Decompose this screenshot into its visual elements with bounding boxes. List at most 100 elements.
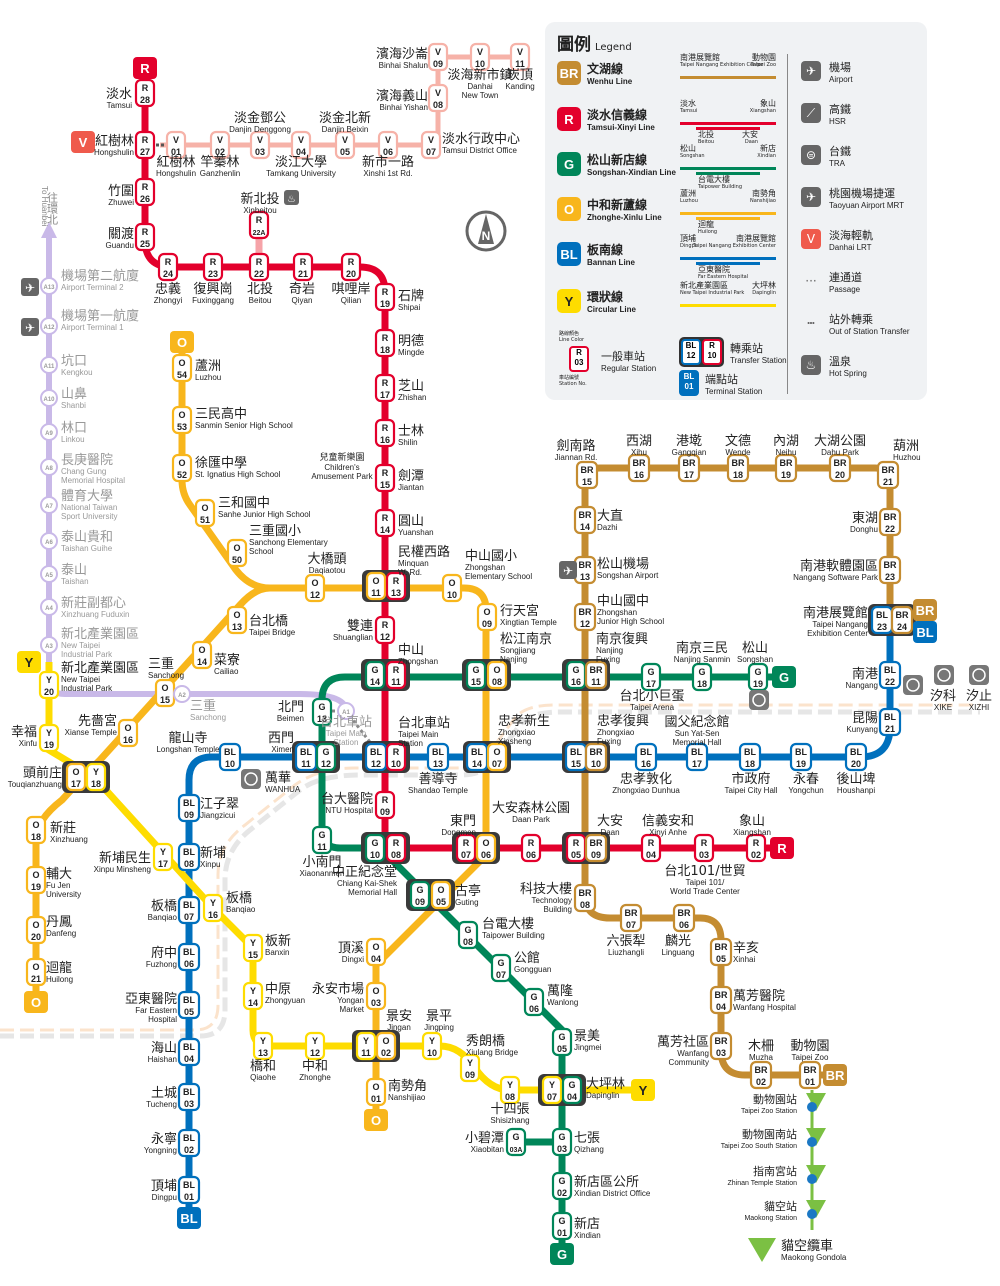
station-marker-o17[interactable]: O17 — [65, 762, 87, 792]
station-marker-r02[interactable]: R02 — [745, 833, 767, 863]
station-marker-o51[interactable]: O51 — [194, 498, 216, 528]
gondola-station-name[interactable]: 動物園站 — [753, 1092, 797, 1106]
station-marker-g09[interactable]: G09 — [409, 880, 431, 910]
station-marker-r23[interactable]: R23 — [202, 252, 224, 282]
station-marker-a5[interactable]: A5 — [40, 565, 58, 583]
station-marker-o04[interactable]: O04 — [365, 937, 387, 967]
station-marker-g11[interactable]: G11 — [311, 825, 333, 855]
station-marker-o14[interactable]: O14 — [191, 640, 213, 670]
station-marker-g15[interactable]: G15 — [465, 660, 487, 690]
station-marker-v05[interactable]: V05 — [334, 130, 356, 160]
station-marker-y20[interactable]: Y20 — [38, 670, 60, 700]
station-marker-g12[interactable]: G12 — [315, 742, 337, 772]
terminal-badge-o[interactable]: O — [364, 1109, 388, 1131]
station-marker-o20[interactable]: O20 — [25, 915, 47, 945]
station-marker-o18[interactable]: O18 — [25, 815, 47, 845]
station-marker-y16[interactable]: Y16 — [202, 893, 224, 923]
station-marker-v04[interactable]: V04 — [290, 130, 312, 160]
station-marker-a10[interactable]: A10 — [40, 389, 58, 407]
terminal-badge-v[interactable]: V — [71, 131, 95, 153]
station-marker-g06[interactable]: G06 — [523, 987, 545, 1017]
station-marker-y18[interactable]: Y18 — [85, 762, 107, 792]
station-marker-o16[interactable]: O16 — [117, 718, 139, 748]
station-marker-r05[interactable]: R05 — [565, 833, 587, 863]
station-marker-r10[interactable]: R10 — [385, 742, 407, 772]
station-marker-o10[interactable]: O10 — [441, 573, 463, 603]
station-marker-o07[interactable]: O07 — [486, 742, 508, 772]
gondola-station-name[interactable]: 指南宮站 — [753, 1164, 797, 1178]
station-marker-a11[interactable]: A11 — [40, 356, 58, 374]
station-marker-v11[interactable]: V11 — [509, 42, 531, 72]
station-marker-r20[interactable]: R20 — [340, 252, 362, 282]
gondola-station-name[interactable]: 動物園南站 — [742, 1127, 797, 1141]
station-marker-g13[interactable]: G13 — [311, 697, 333, 727]
station-marker-y07[interactable]: Y07 — [541, 1075, 563, 1105]
gondola-station-name[interactable]: 貓空站 — [764, 1199, 797, 1213]
station-marker-r13[interactable]: R13 — [385, 571, 407, 601]
station-marker-r12[interactable]: R12 — [374, 615, 396, 645]
